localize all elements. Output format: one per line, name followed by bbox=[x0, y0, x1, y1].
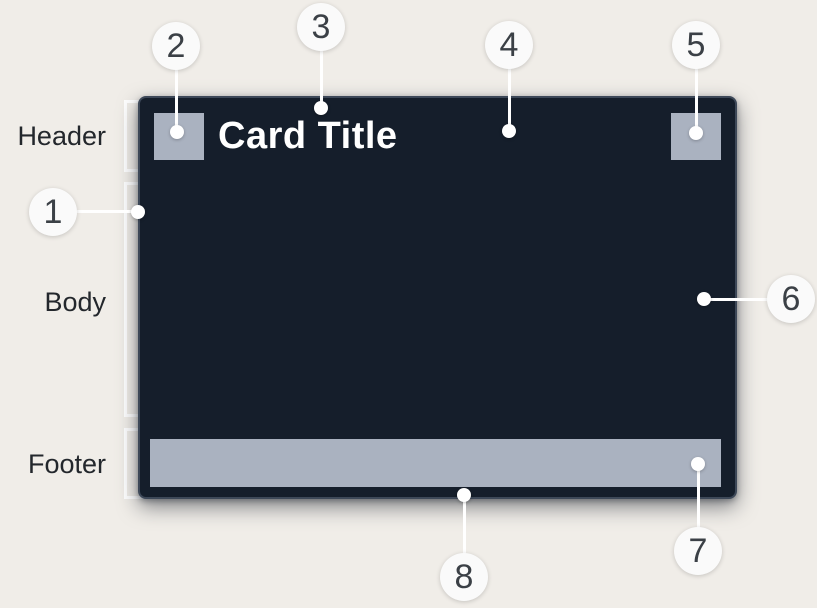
callout-number-1: 1 bbox=[43, 192, 63, 231]
leader-dot-7 bbox=[691, 457, 705, 471]
callout-badge-5: 5 bbox=[672, 21, 720, 69]
callout-number-6: 6 bbox=[781, 279, 801, 318]
leader-line-8 bbox=[463, 494, 466, 555]
leader-line-2 bbox=[175, 68, 178, 132]
leader-dot-3 bbox=[314, 101, 328, 115]
callout-badge-6: 6 bbox=[767, 275, 815, 323]
leader-line-4 bbox=[508, 67, 511, 131]
header-bracket bbox=[124, 100, 147, 172]
footer-bracket bbox=[124, 428, 147, 499]
leader-line-5 bbox=[695, 67, 698, 133]
footer-section-label: Footer bbox=[27, 449, 106, 479]
callout-number-3: 3 bbox=[311, 7, 331, 46]
body-section-label: Body bbox=[44, 287, 106, 317]
leader-dot-5 bbox=[689, 126, 703, 140]
leader-dot-6 bbox=[697, 292, 711, 306]
header-section-label: Header bbox=[17, 121, 106, 151]
leader-dot-8 bbox=[457, 488, 471, 502]
leader-line-3 bbox=[320, 49, 323, 108]
callout-badge-1: 1 bbox=[29, 188, 77, 236]
callout-badge-7: 7 bbox=[674, 527, 722, 575]
leader-dot-2 bbox=[170, 125, 184, 139]
callout-number-4: 4 bbox=[499, 25, 519, 64]
callout-badge-2: 2 bbox=[152, 22, 200, 70]
callout-number-7: 7 bbox=[688, 531, 708, 570]
callout-badge-8: 8 bbox=[440, 553, 488, 601]
callout-number-5: 5 bbox=[686, 25, 706, 64]
footer-placeholder-bar bbox=[150, 439, 721, 487]
card-title: Card Title bbox=[218, 115, 398, 157]
body-bracket bbox=[124, 182, 147, 417]
callout-number-2: 2 bbox=[166, 26, 186, 65]
leader-dot-4 bbox=[502, 124, 516, 138]
callout-number-8: 8 bbox=[454, 557, 474, 596]
leader-dot-1 bbox=[131, 205, 145, 219]
leader-line-6 bbox=[704, 298, 767, 301]
leader-line-1 bbox=[77, 210, 138, 213]
card: Card Title bbox=[138, 96, 737, 499]
callout-badge-3: 3 bbox=[297, 3, 345, 51]
leader-line-7 bbox=[697, 463, 700, 529]
callout-badge-4: 4 bbox=[485, 21, 533, 69]
